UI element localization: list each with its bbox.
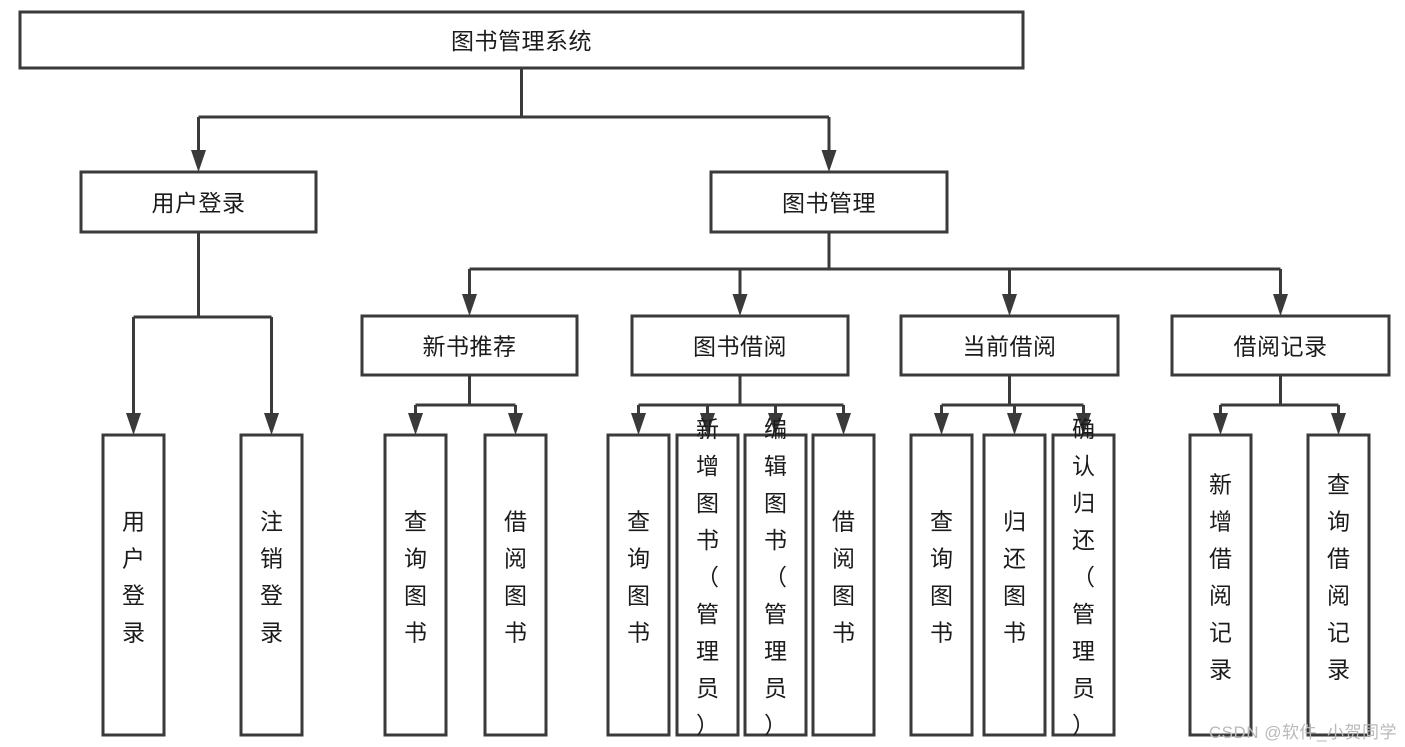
node-leaf-c-return[interactable]: 归还图书 — [982, 433, 1047, 737]
arrow-head-icon — [1002, 294, 1017, 316]
connector-group — [934, 375, 1091, 435]
node-label: 借阅图书 — [504, 509, 527, 646]
arrow-head-icon — [1273, 294, 1288, 316]
node-label: 图书借阅 — [693, 334, 787, 360]
arrow-head-icon — [508, 413, 523, 435]
node-l3-record[interactable]: 借阅记录 — [1170, 314, 1391, 377]
node-box[interactable] — [743, 433, 808, 737]
arrow-head-icon — [821, 150, 837, 172]
node-label: 当前借阅 — [963, 334, 1057, 360]
node-box[interactable] — [383, 433, 448, 737]
node-box[interactable] — [811, 433, 876, 737]
node-label: 确认归还（管理员） — [1072, 416, 1095, 738]
node-label: 新书推荐 — [423, 334, 517, 360]
arrow-head-icon — [631, 413, 646, 435]
node-box[interactable] — [483, 433, 548, 737]
arrow-head-icon — [462, 294, 477, 316]
node-label: 查询图书 — [627, 509, 650, 646]
arrow-head-icon — [1076, 413, 1091, 435]
node-leaf-r-add[interactable]: 新增借阅记录 — [1188, 433, 1253, 737]
node-layer: 图书管理系统用户登录图书管理新书推荐图书借阅当前借阅借阅记录用户登录注销登录查询… — [18, 10, 1391, 738]
node-label: 用户登录 — [152, 190, 246, 216]
connector-group — [126, 232, 279, 435]
node-l2-book[interactable]: 图书管理 — [709, 170, 949, 234]
node-label: 用户登录 — [122, 509, 145, 646]
node-label: 归还图书 — [1003, 509, 1026, 646]
connector-group — [191, 68, 837, 172]
arrow-head-icon — [768, 413, 783, 435]
node-label: 图书管理系统 — [451, 28, 592, 54]
node-box[interactable] — [709, 170, 949, 234]
connector-group — [1213, 375, 1346, 435]
node-box[interactable] — [18, 10, 1025, 70]
connector-group — [631, 375, 851, 435]
arrow-head-icon — [836, 413, 851, 435]
node-leaf-user-logout[interactable]: 注销登录 — [239, 433, 304, 737]
node-l3-borrow[interactable]: 图书借阅 — [630, 314, 850, 377]
node-box[interactable] — [899, 314, 1120, 377]
node-box[interactable] — [630, 314, 850, 377]
node-root[interactable]: 图书管理系统 — [18, 10, 1025, 70]
node-label: 新增图书（管理员） — [696, 416, 719, 738]
node-box[interactable] — [1170, 314, 1391, 377]
connector-layer — [126, 68, 1346, 435]
arrow-head-icon — [126, 413, 141, 435]
arrow-head-icon — [700, 413, 715, 435]
connector-group — [408, 375, 523, 435]
node-l3-current[interactable]: 当前借阅 — [899, 314, 1120, 377]
node-leaf-user-login[interactable]: 用户登录 — [101, 433, 166, 737]
node-box[interactable] — [1188, 433, 1253, 737]
node-label: 查询图书 — [404, 509, 427, 646]
arrow-head-icon — [1331, 413, 1346, 435]
node-box[interactable] — [606, 433, 671, 737]
node-label: 编辑图书（管理员） — [764, 416, 787, 738]
node-label: 图书管理 — [782, 190, 876, 216]
connector-group — [462, 232, 1288, 316]
node-label: 新增借阅记录 — [1209, 472, 1232, 683]
arrow-head-icon — [732, 294, 748, 316]
node-box[interactable] — [360, 314, 579, 377]
node-box[interactable] — [982, 433, 1047, 737]
node-label: 注销登录 — [260, 509, 283, 646]
node-label: 借阅图书 — [832, 509, 855, 646]
node-box[interactable] — [79, 170, 318, 234]
node-l3-new[interactable]: 新书推荐 — [360, 314, 579, 377]
arrow-head-icon — [264, 413, 279, 435]
arrow-head-icon — [191, 150, 206, 172]
node-label: 借阅记录 — [1234, 334, 1328, 360]
node-box[interactable] — [1306, 433, 1371, 737]
node-leaf-new-borrow[interactable]: 借阅图书 — [483, 433, 548, 737]
node-leaf-c-confirm[interactable]: 确认归还（管理员） — [1051, 416, 1116, 738]
node-box[interactable] — [239, 433, 304, 737]
arrow-head-icon — [934, 413, 949, 435]
arrow-head-icon — [1007, 413, 1022, 435]
node-l2-user[interactable]: 用户登录 — [79, 170, 318, 234]
node-leaf-b-edit[interactable]: 编辑图书（管理员） — [743, 416, 808, 738]
node-label: 查询图书 — [930, 509, 953, 646]
node-leaf-new-query[interactable]: 查询图书 — [383, 433, 448, 737]
node-label: 查询借阅记录 — [1327, 472, 1350, 683]
node-box[interactable] — [675, 433, 740, 737]
node-leaf-b-add[interactable]: 新增图书（管理员） — [675, 416, 740, 738]
node-box[interactable] — [101, 433, 166, 737]
node-box[interactable] — [909, 433, 974, 737]
node-leaf-b-query[interactable]: 查询图书 — [606, 433, 671, 737]
node-box[interactable] — [1051, 433, 1116, 737]
arrow-head-icon — [408, 413, 423, 435]
node-leaf-r-query[interactable]: 查询借阅记录 — [1306, 433, 1371, 737]
arrow-head-icon — [1213, 413, 1228, 435]
node-leaf-b-borrow[interactable]: 借阅图书 — [811, 433, 876, 737]
node-leaf-c-query[interactable]: 查询图书 — [909, 433, 974, 737]
